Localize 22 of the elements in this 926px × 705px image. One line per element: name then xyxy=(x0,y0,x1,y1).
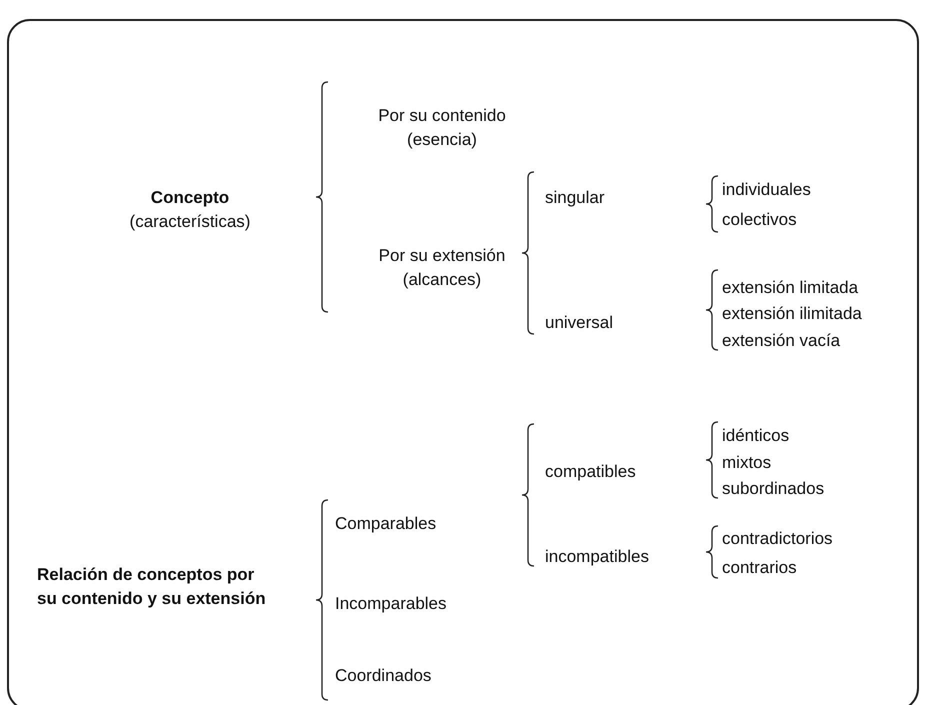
category-label: subordinados xyxy=(722,478,826,500)
category-label: mixtos xyxy=(722,452,772,474)
category-label: Por su contenido (esencia) xyxy=(377,105,507,151)
category-label: extensión limitada xyxy=(722,277,860,299)
category-label: contradictorios xyxy=(722,528,834,550)
category-label: singular xyxy=(545,187,606,209)
category-label: compatibles xyxy=(545,461,637,483)
category-label: universal xyxy=(545,312,614,334)
category-label: contrarios xyxy=(722,557,798,579)
category-label: incompatibles xyxy=(545,546,650,568)
category-label: colectivos xyxy=(722,209,798,231)
category-label: (características) xyxy=(128,211,252,233)
category-label: extensión ilimitada xyxy=(722,303,863,325)
category-label: individuales xyxy=(722,179,812,201)
category-label: extensión vacía xyxy=(722,330,842,352)
category-label: idénticos xyxy=(722,425,790,447)
category-label: Coordinados xyxy=(335,665,432,687)
category-label: Incomparables xyxy=(335,593,448,615)
category-label: Comparables xyxy=(335,513,438,535)
category-label: Por su extensión (alcances) xyxy=(378,245,506,291)
section-heading: Concepto xyxy=(150,187,230,209)
section-heading: Relación de conceptos por su contenido y su extensión xyxy=(37,564,267,610)
